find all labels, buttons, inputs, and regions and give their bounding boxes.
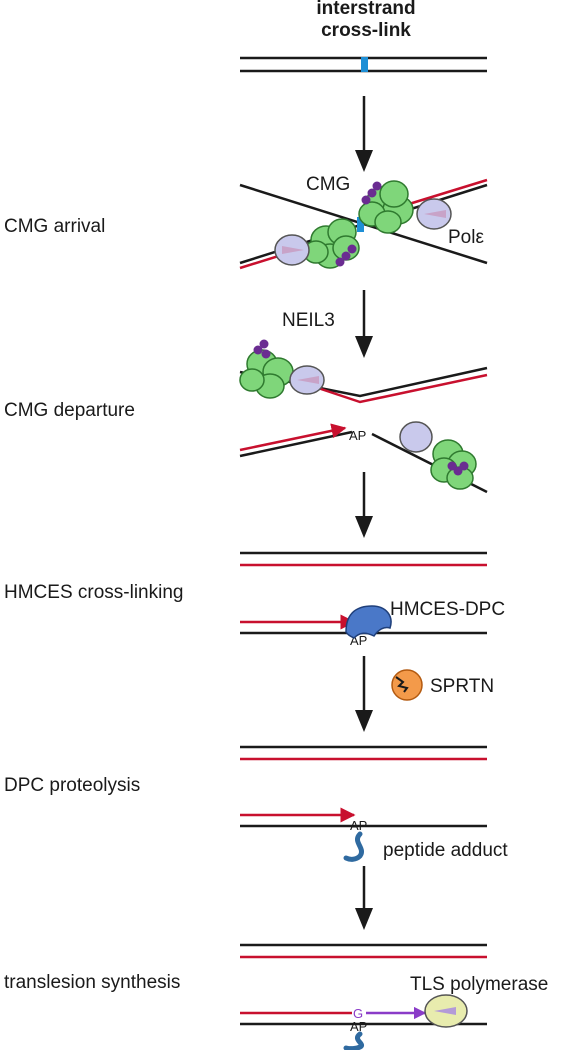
tls-polymerase bbox=[424, 994, 468, 1028]
ubiquitin-chain bbox=[335, 244, 357, 267]
sprtn-label: SPRTN bbox=[430, 676, 494, 697]
title: interstrand cross-link bbox=[300, 0, 432, 42]
pol-epsilon bbox=[416, 198, 452, 230]
stage-label-cmg-departure: CMG departure bbox=[4, 400, 135, 421]
stage-label-translesion-synthesis: translesion synthesis bbox=[4, 972, 181, 993]
crosslink-marker bbox=[357, 217, 364, 232]
ap-site-label: AP bbox=[350, 818, 367, 833]
pol-epsilon bbox=[274, 234, 310, 266]
sprtn-protease bbox=[391, 669, 423, 701]
peptide-adduct bbox=[343, 831, 364, 862]
stage-label-hmces-cross-linking: HMCES cross-linking bbox=[4, 582, 184, 603]
cmg-helicase bbox=[358, 180, 414, 234]
peptide-adduct-label: peptide adduct bbox=[383, 840, 508, 861]
ap-dna-duplex bbox=[240, 807, 487, 828]
cmg-helicase bbox=[303, 218, 360, 269]
dna-duplex bbox=[240, 745, 487, 761]
pol-epsilon bbox=[399, 421, 433, 453]
dna-duplex bbox=[240, 551, 487, 567]
peptide-adduct bbox=[343, 1031, 364, 1050]
step-arrow bbox=[355, 472, 373, 538]
dna-duplex-crosslinked bbox=[240, 56, 487, 73]
hmces-protein bbox=[345, 605, 392, 639]
stage-label-cmg-arrival: CMG arrival bbox=[4, 216, 106, 237]
nascent-strand-arrow bbox=[239, 423, 347, 452]
dna-duplex bbox=[240, 943, 487, 959]
pol-epsilon bbox=[289, 365, 325, 395]
ubiquitin-chain bbox=[447, 461, 469, 476]
ap-site-label: AP bbox=[350, 1019, 367, 1034]
title-line-2: cross-link bbox=[321, 20, 411, 41]
cmg-label: CMG bbox=[306, 174, 350, 195]
ap-site-label: AP bbox=[349, 428, 366, 443]
cmg-helicase bbox=[239, 349, 294, 399]
ubiquitin-chain bbox=[253, 339, 271, 359]
step-arrow bbox=[355, 96, 373, 172]
g-base-label: G bbox=[353, 1006, 363, 1021]
tls-polymerase-label: TLS polymerase bbox=[410, 974, 548, 995]
title-line-1: interstrand bbox=[316, 0, 416, 19]
step-arrow bbox=[355, 866, 373, 930]
step-arrow bbox=[355, 656, 373, 732]
neil3-label: NEIL3 bbox=[282, 310, 335, 331]
ubiquitin-chain bbox=[361, 181, 382, 205]
step-arrow bbox=[355, 290, 373, 358]
stage-label-dpc-proteolysis: DPC proteolysis bbox=[4, 775, 141, 796]
pol-epsilon-label: Polε bbox=[448, 227, 484, 248]
crosslink-marker bbox=[361, 57, 368, 72]
hmces-dpc-label: HMCES-DPC bbox=[390, 599, 505, 620]
